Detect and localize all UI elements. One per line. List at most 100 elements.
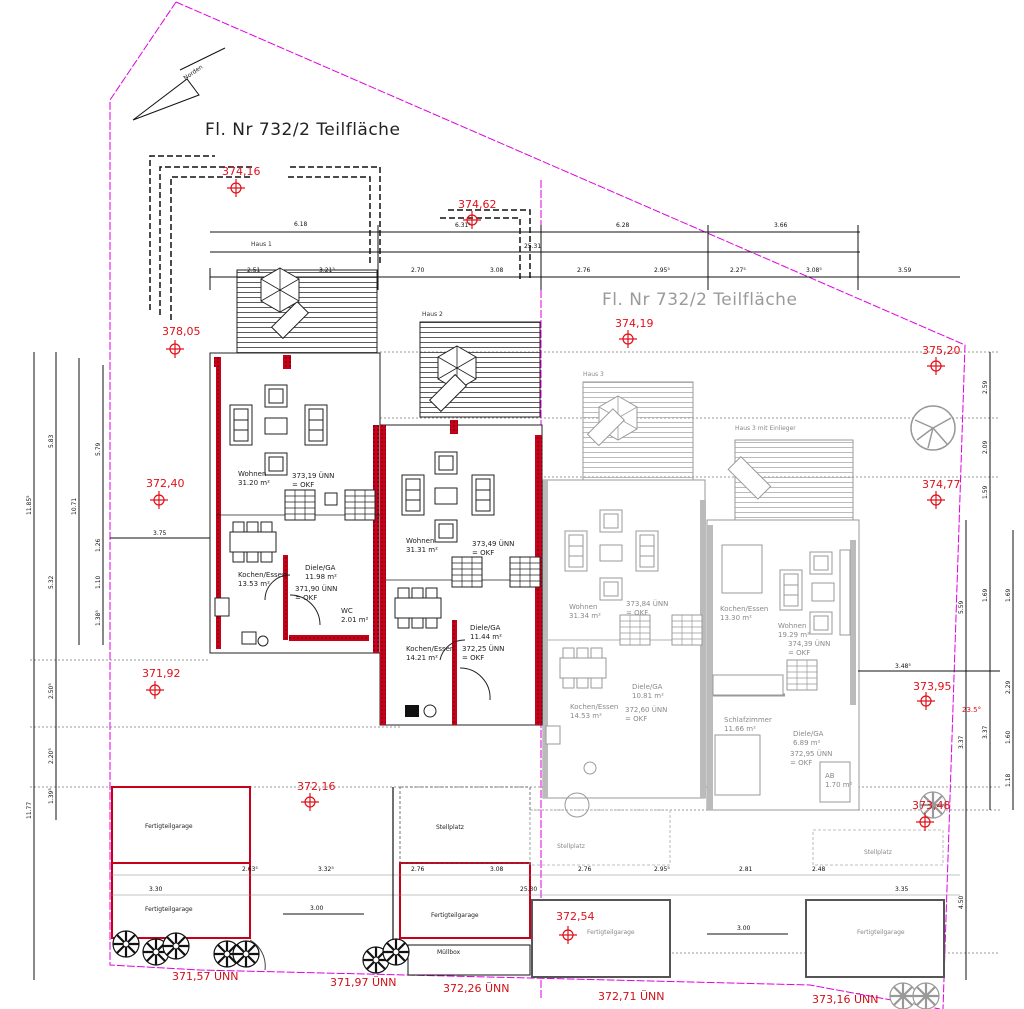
room-kochen-h4: Kochen/Essen 13.30 m² [720, 605, 769, 622]
elevation-label: 375,20 [922, 344, 961, 357]
level-wohnen-h1: 373,19 ÜNN = OKF [292, 472, 335, 489]
dimension: 2.51 [247, 267, 261, 274]
dimension-vertical: 10.71 [71, 497, 78, 515]
boundary-level: 372,26 ÜNN [443, 982, 510, 995]
dimension: 3.00 [310, 905, 324, 912]
level-wohnen-h4: 374,39 ÜNN = OKF [788, 640, 831, 657]
boundary-level: 371,57 ÜNN [172, 970, 239, 983]
dimension-vertical: 1.69 [1005, 588, 1012, 602]
room-wohnen-h2: Wohnen 31.31 m² [406, 537, 438, 554]
dimension: 2.27⁵ [730, 267, 746, 274]
garages [110, 786, 960, 978]
dimension-vertical: 5.79 [95, 442, 102, 456]
dimension: 2.76 [578, 866, 592, 873]
dimension: 2.95⁵ [654, 267, 670, 274]
dimension-vertical: 11.85⁵ [26, 495, 33, 515]
parking-label: Stellplatz [864, 849, 892, 856]
elevation-label: 374,77 [922, 478, 961, 491]
dimension-vertical: 3.37 [982, 725, 989, 739]
room-wohnen-h4: Wohnen 19.29 m² [778, 622, 810, 639]
level-wohnen-h2: 373,49 ÜNN = OKF [472, 540, 515, 557]
dimension: 2.63⁵ [242, 866, 258, 873]
level-diele-h3: 372,60 ÜNN = OKF [625, 706, 668, 723]
dimension-vertical: 2.29 [1005, 680, 1012, 694]
room-schlafzimmer-h4: Schlafzimmer 11.66 m² [724, 716, 772, 733]
dimension: 3.32⁵ [318, 866, 334, 873]
dimension: 3.59 [898, 267, 912, 274]
left-dimension-lines [33, 352, 1000, 980]
level-diele-h1: 371,90 ÜNN = OKF [295, 585, 338, 602]
room-diele-h4: Diele/GA 6.89 m² [793, 730, 824, 747]
elevation-label: 372,54 [556, 910, 595, 923]
house-label-1: Haus 1 [251, 241, 272, 248]
room-diele-h3: Diele/GA 10.81 m² [632, 683, 664, 700]
elevation-label: 372,16 [297, 780, 336, 793]
room-kochen-h3: Kochen/Essen 14.53 m² [570, 703, 619, 720]
dimension: 2.81 [739, 866, 753, 873]
parking-label: Stellplatz [436, 824, 464, 831]
room-ab-h4: AB 1.70 m² [825, 772, 853, 789]
dimension-vertical: 1.39⁵ [48, 788, 55, 804]
dimension-vertical: 5.59 [958, 600, 965, 614]
elevation-label: 374,62 [458, 198, 497, 211]
house-label-4: Haus 3 mit Einlieger [735, 425, 796, 432]
elevation-label: 372,40 [146, 477, 185, 490]
dimension: 6.18 [294, 221, 308, 228]
dimension-vertical: 4.50 [958, 895, 965, 909]
boundary-level: 372,71 ÜNN [598, 990, 665, 1003]
dimension: 6.28 [616, 222, 630, 229]
dimension-vertical: 1.26 [95, 538, 102, 552]
haus-2-plan [379, 321, 543, 726]
dimension: 2.95⁵ [654, 866, 670, 873]
dimension: 3.08 [490, 267, 504, 274]
right-dimension-lines [965, 352, 1014, 980]
dimension: 3.08⁵ [806, 267, 822, 274]
dimension: 3.66 [774, 222, 788, 229]
angle-note: 23.5° [962, 706, 982, 714]
room-wohnen-h3: Wohnen 31.34 m² [569, 603, 601, 620]
dimension: 3.30 [149, 886, 163, 893]
waste-box-label: Müllbox [437, 949, 461, 956]
room-diele-h1: Diele/GA 11.98 m² [305, 564, 337, 581]
garage-label: Fertigteilgarage [857, 929, 905, 936]
haus-3-plan [542, 381, 706, 818]
haus-3-einlieger-plan [706, 405, 956, 820]
garage-label: Fertigteilgarage [431, 912, 479, 919]
dimension-vertical: 1.69 [982, 588, 989, 602]
room-wc-h1: WC 2.01 m² [341, 607, 369, 624]
garage-label: Fertigteilgarage [145, 823, 193, 830]
parcel-title: Fl. Nr 732/2 Teilfläche [205, 120, 401, 140]
room-diele-h2: Diele/GA 11.44 m² [470, 624, 502, 641]
north-arrow-icon [132, 47, 226, 121]
dimension-vertical: 2.09 [982, 440, 989, 454]
dimension: 2.48 [812, 866, 826, 873]
dimension: 3.00 [737, 925, 751, 932]
dimension-vertical: 5.32 [48, 575, 55, 589]
dimension-vertical: 2.59 [982, 380, 989, 394]
dimension: 3.08 [490, 866, 504, 873]
dimension-vertical: 5.83 [48, 434, 55, 448]
elevation-label: 378,05 [162, 325, 201, 338]
house-label-2: Haus 2 [422, 311, 443, 318]
room-kochen-h1: Kochen/Essen 13.53 m² [238, 571, 287, 588]
level-diele-h4: 372,95 ÜNN = OKF [790, 750, 833, 767]
dimension: 3.75 [153, 530, 167, 537]
room-kochen-h2: Kochen/Essen 14.21 m² [406, 645, 455, 662]
dimension-vertical: 11.77 [26, 801, 33, 819]
dimension-vertical: 1.38⁵ [95, 610, 102, 626]
parking-label: Stellplatz [557, 843, 585, 850]
garage-label: Fertigteilgarage [587, 929, 635, 936]
dimension-vertical: 1.10 [95, 575, 102, 589]
elevation-label: 371,92 [142, 667, 181, 680]
elevation-label: 374,19 [615, 317, 654, 330]
dimension-vertical: 1.60 [1005, 730, 1012, 744]
dimension: 3.35 [895, 886, 909, 893]
dimension: 2.70 [411, 267, 425, 274]
dimension: 6.31⁵ [455, 222, 471, 229]
dimension-vertical: 1.18 [1005, 773, 1012, 787]
parcel-title-secondary: Fl. Nr 732/2 Teilfläche [602, 290, 798, 310]
room-wohnen-h1: Wohnen 31.20 m² [238, 470, 270, 487]
dimension-vertical: 2.50⁵ [48, 683, 55, 699]
dimension-vertical: 3.37 [958, 735, 965, 749]
